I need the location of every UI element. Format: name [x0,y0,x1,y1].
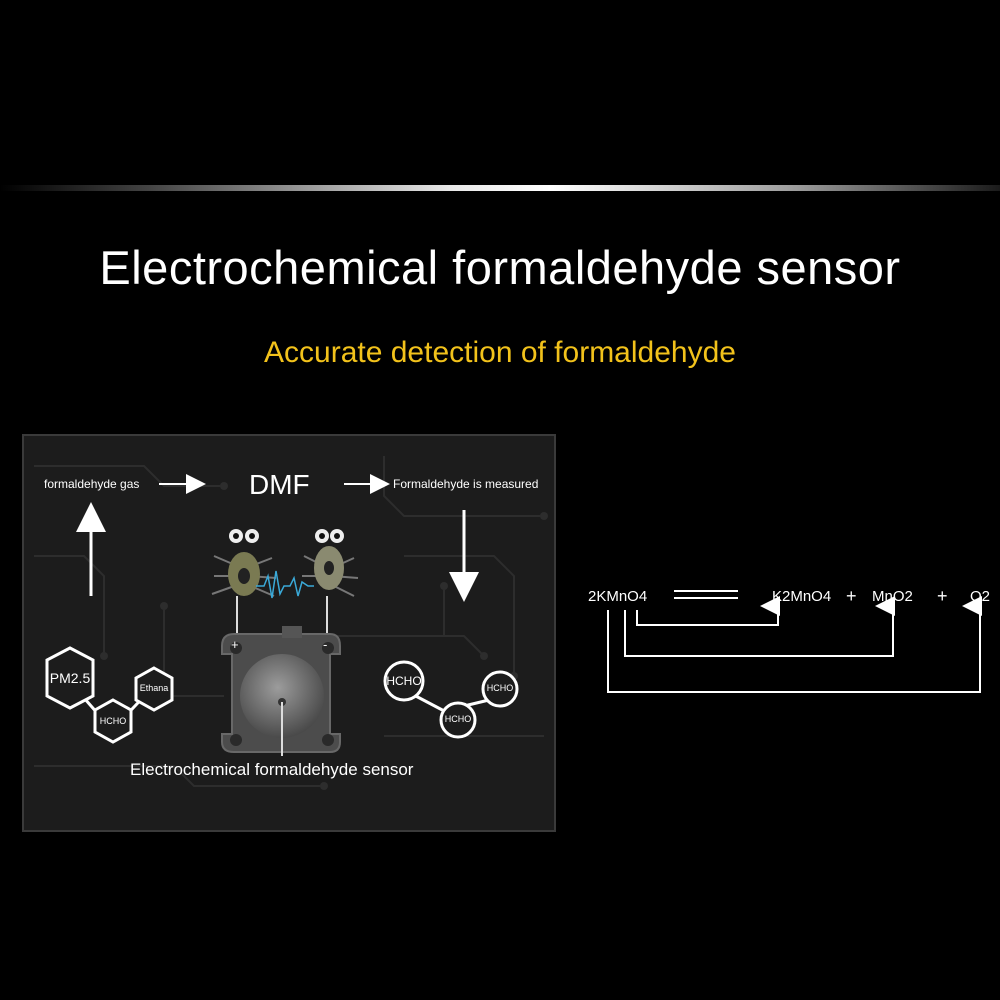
arrow-to-mno2 [624,596,895,657]
plus-sign: + [846,586,857,606]
product-k2mno4-label: K2MnO4 [772,588,832,605]
reactant-label: 2KMnO4 [588,588,648,605]
page-title: Electrochemical formaldehyde sensor [99,241,901,294]
molecule-hcho-label: HCHO [444,714,472,724]
circuit-background [34,456,548,790]
molecule-pm25-label: PM2.5 [49,670,91,686]
sensor-device-icon [221,626,341,756]
arrow-to-k2mno4 [636,596,780,626]
sensor-caption: Electrochemical formaldehyde sensor [130,760,414,779]
microbe-right-icon [302,529,359,597]
arrow-to-o2 [607,596,982,693]
left-molecule-network [45,646,174,744]
microbe-left-icon [211,529,277,597]
right-molecule-network [383,660,519,739]
reaction-diagram [607,590,982,693]
page-subtitle: Accurate detection of formaldehyde [264,336,736,369]
sensor-diagram-panel: formaldehyde gas DMF Formaldehyde is mea… [22,434,556,832]
signal-wave [256,570,314,599]
terminal-minus: - [323,637,328,652]
product-mno2-label: MnO2 [872,588,913,605]
plus-sign: + [937,586,948,606]
top-divider [0,185,1000,191]
output-label: Formaldehyde is measured [393,477,539,491]
terminal-plus: + [231,637,239,652]
molecule-hcho-label: HCHO [386,674,422,688]
molecule-hcho-label: HCHO [486,683,514,693]
input-label: formaldehyde gas [44,477,140,491]
dmf-label: DMF [249,469,310,500]
molecule-ethana-label: Ethana [139,683,169,693]
molecule-hcho-label: HCHO [99,716,127,726]
product-o2-label: O2 [970,588,991,605]
